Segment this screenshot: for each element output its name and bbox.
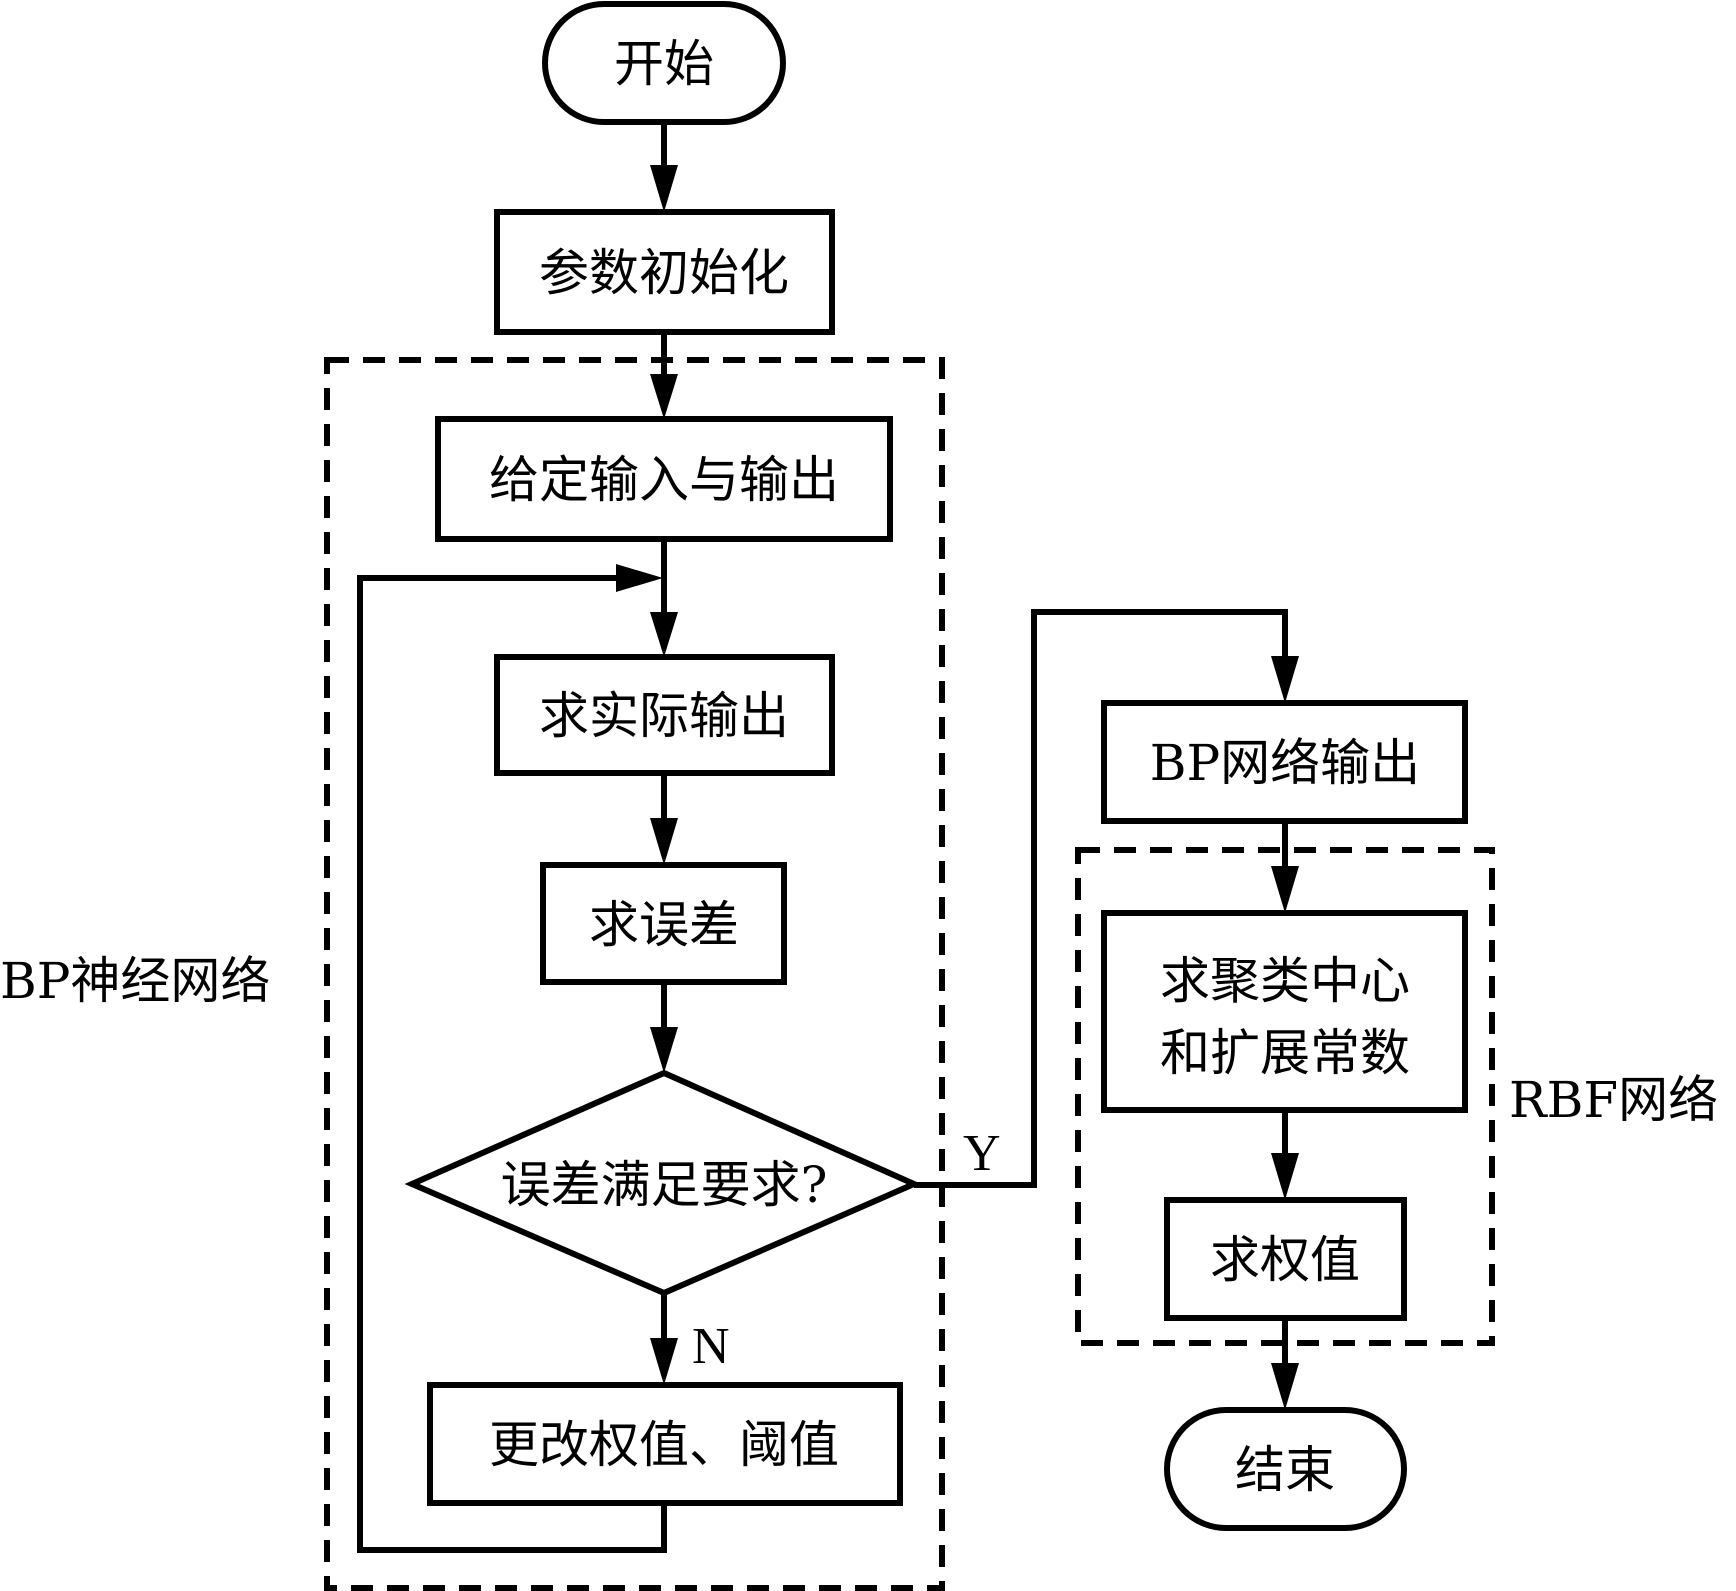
node-cluster-label-line2: 和扩展常数 [1160, 1024, 1410, 1082]
node-weights-label: 求权值 [1210, 1231, 1360, 1289]
node-decision-label: 误差满足要求? [501, 1156, 828, 1214]
edge-label-yes: Y [963, 1125, 1001, 1182]
arrowhead-icon [650, 612, 678, 657]
node-start-label: 开始 [614, 35, 714, 93]
edge-label-no: N [692, 1318, 730, 1375]
connectors [357, 122, 1299, 1553]
arrowhead-icon [1271, 656, 1299, 703]
node-actual-output: 求实际输出 [494, 654, 835, 776]
node-actual-output-label: 求实际输出 [539, 687, 789, 745]
rbf-network-group [1075, 847, 1495, 1346]
arrowhead-icon [650, 818, 678, 865]
arrowhead-icon [1271, 866, 1299, 913]
node-init-label: 参数初始化 [539, 244, 789, 302]
node-weights: 求权值 [1164, 1197, 1407, 1321]
group-label-rbf: RBF网络 [1509, 1071, 1718, 1129]
node-given-io-label: 给定输入与输出 [489, 451, 839, 509]
node-error-label: 求误差 [589, 896, 739, 954]
arrowhead-icon [650, 374, 678, 419]
arrowhead-icon [650, 1027, 678, 1073]
node-update-label: 更改权值、阈值 [489, 1416, 839, 1474]
arrowhead-icon [1271, 1153, 1299, 1200]
group-label-bp: BP神经网络 [0, 952, 270, 1010]
node-decision: 误差满足要求? [404, 1069, 922, 1297]
node-cluster-label-line1: 求聚类中心 [1160, 952, 1410, 1010]
bp-network-group [324, 357, 945, 1591]
node-cluster: 求聚类中心 和扩展常数 [1101, 910, 1468, 1113]
node-error: 求误差 [540, 862, 787, 985]
arrowhead-icon [616, 564, 663, 592]
node-given-io: 给定输入与输出 [435, 416, 893, 542]
node-update: 更改权值、阈值 [427, 1382, 903, 1506]
edge-loop-back [357, 575, 667, 1553]
node-end: 结束 [1164, 1407, 1407, 1531]
node-bp-output-label: BP网络输出 [1150, 734, 1420, 792]
node-bp-output: BP网络输出 [1101, 700, 1468, 824]
node-init: 参数初始化 [494, 209, 835, 335]
node-end-label: 结束 [1235, 1441, 1335, 1499]
arrowhead-icon [1271, 1363, 1299, 1410]
edge-decision-bp-output [914, 609, 1288, 1188]
arrowhead-icon [650, 1338, 678, 1385]
arrowhead-icon [650, 165, 678, 212]
node-start: 开始 [542, 1, 786, 125]
